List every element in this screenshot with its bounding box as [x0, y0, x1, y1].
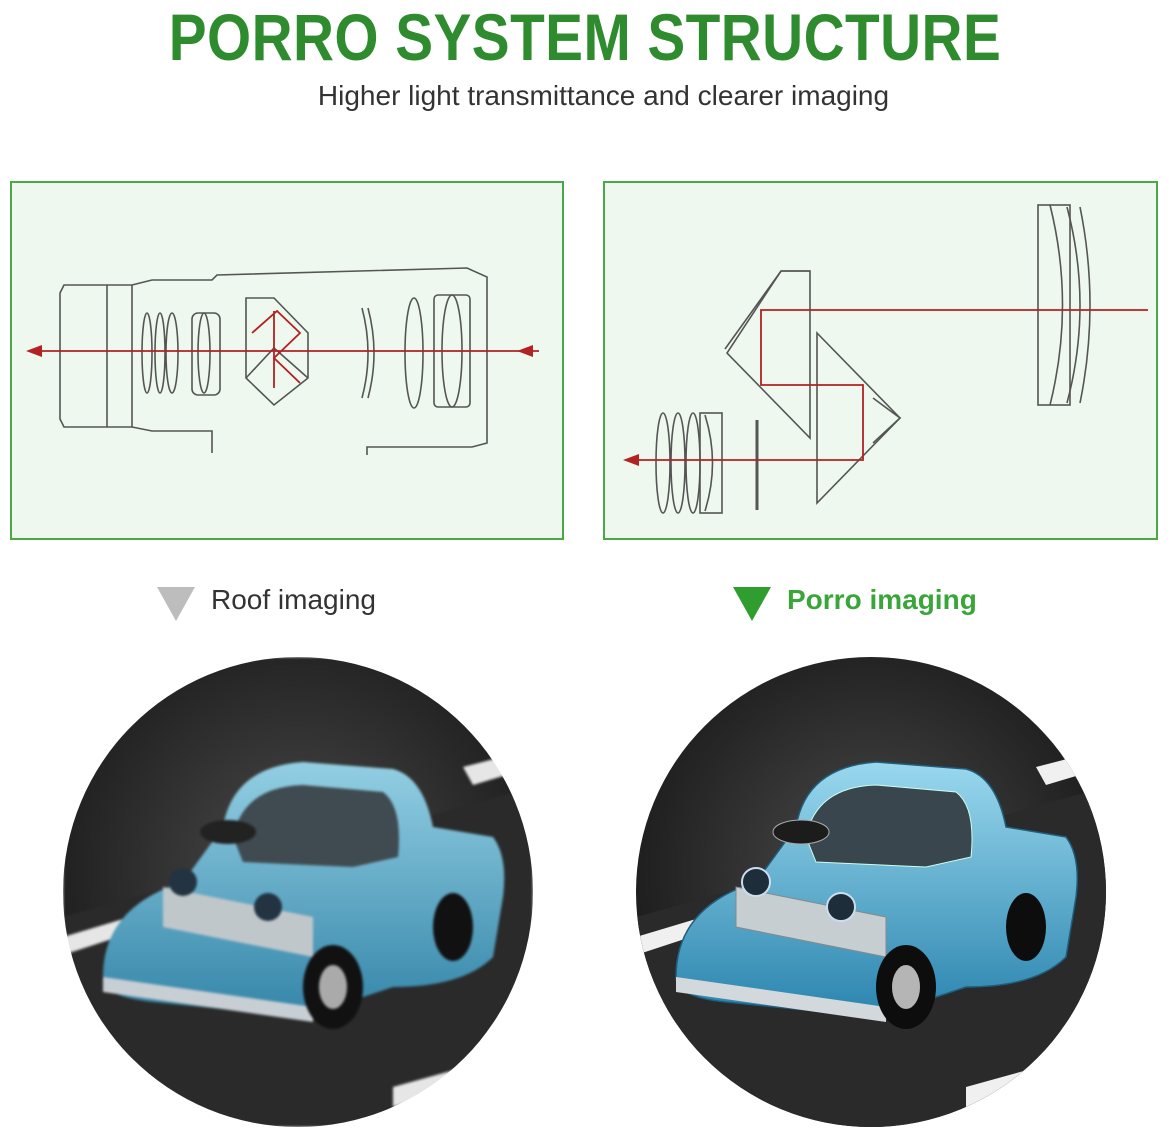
page-title: PORRO SYSTEM STRUCTURE — [168, 0, 1002, 74]
triangle-down-icon — [157, 587, 195, 621]
porro-view-image — [636, 657, 1106, 1127]
roof-prism-diagram — [10, 181, 564, 540]
arrow-left-icon — [623, 454, 639, 466]
porro-prism-diagram-drawing — [623, 204, 1148, 514]
porro-caption-label: Porro imaging — [787, 584, 977, 615]
page-subtitle: Higher light transmittance and clearer i… — [317, 80, 890, 111]
eyepiece-housing — [59, 284, 133, 428]
roof-prism-diagram-drawing — [26, 267, 539, 455]
arrow-left-icon — [26, 345, 42, 357]
roof-caption-label: Roof imaging — [211, 584, 376, 615]
toy-car-photo-blurred — [63, 657, 533, 1127]
arrow-left-icon — [517, 345, 533, 357]
triangle-down-icon — [733, 587, 771, 621]
toy-car-photo-sharp — [636, 657, 1106, 1127]
porro-prism-diagram — [603, 181, 1158, 540]
roof-view-image — [63, 657, 533, 1127]
